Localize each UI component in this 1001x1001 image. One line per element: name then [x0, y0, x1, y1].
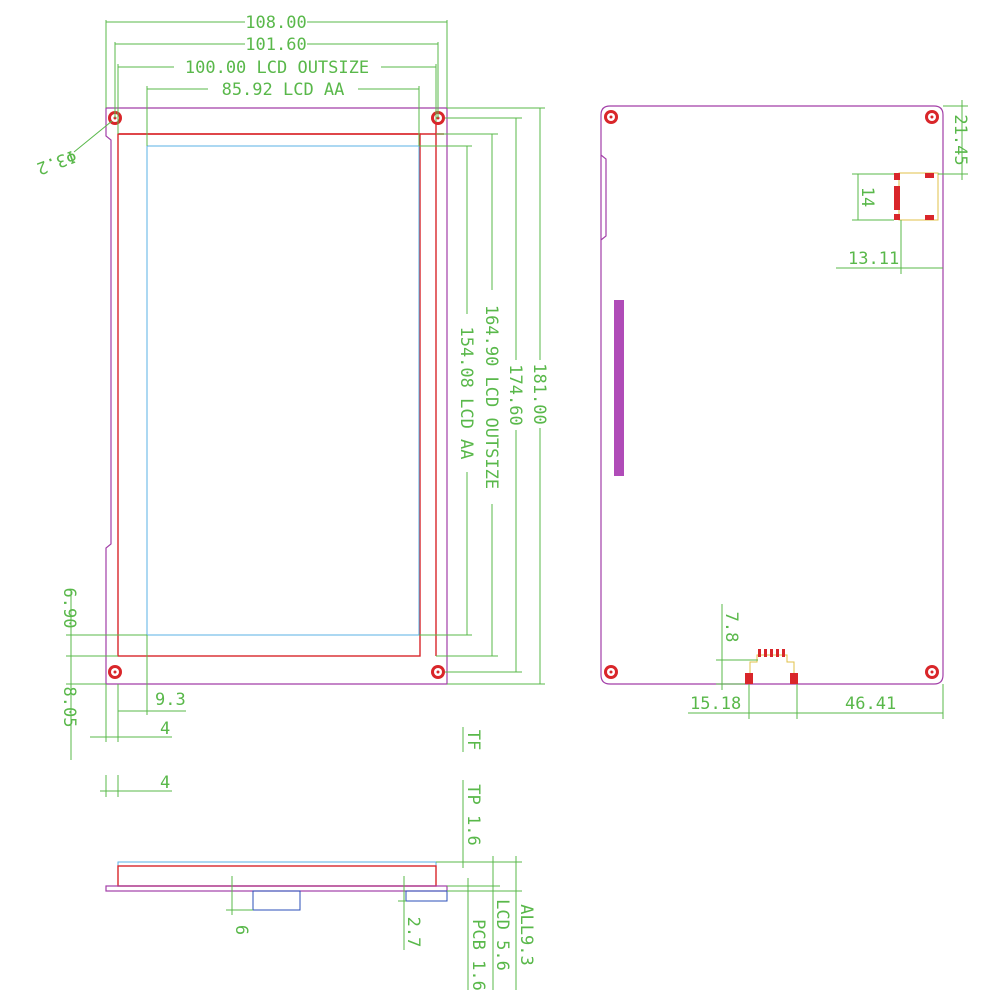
side-tf-label: TF — [463, 730, 483, 750]
dim-back-bottom-height-label: 7.8 — [721, 612, 741, 643]
side-connector-left — [252, 890, 301, 911]
dim-offset-6-90-label: 6.90 — [59, 588, 79, 629]
side-tp-label: TP 1.6 — [463, 784, 483, 845]
dim-width-lcd-outsize: 100.00 LCD OUTSIZE — [117, 58, 437, 134]
front-lcd-outline — [117, 133, 421, 657]
front-pcb-outline — [105, 107, 448, 685]
back-hole-top-right — [925, 110, 939, 124]
back-hole-bottom-right — [925, 665, 939, 679]
dim-hole-diameter-label: Φ3.2 — [34, 145, 79, 178]
dim-height-lcd-aa-label: 154.08 LCD AA — [456, 326, 476, 459]
mounting-hole-bottom-left — [108, 665, 122, 679]
dim-side-2-7: 2.7 — [398, 876, 423, 950]
dim-back-connector-height: 14 — [852, 173, 894, 221]
dim-side-stack: PCB 1.6 LCD 5.6 ALL9.3 — [436, 856, 536, 991]
back-hole-top-left — [604, 110, 618, 124]
side-pcb-label: PCB 1.6 — [468, 919, 488, 991]
dim-back-connector-height-label: 14 — [857, 187, 877, 207]
dim-height-overall-label: 181.00 — [529, 363, 549, 424]
dim-height-lcd-aa: 154.08 LCD AA — [419, 145, 476, 636]
side-view: 4 6 2.7 TF TP 1.6 — [100, 727, 536, 991]
dim-back-connector-offset-label: 13.11 — [848, 249, 899, 269]
dim-bottom-left: 6.90 8.05 9.3 4 — [59, 588, 186, 760]
dim-aa-left-label: 9.3 — [155, 690, 186, 710]
side-all-label: ALL9.3 — [516, 904, 536, 965]
dim-back-bottom-widths: 15.18 46.41 — [688, 684, 944, 719]
front-view: 108.00 101.60 100.00 LCD OUTSIZE 85.92 L… — [34, 13, 549, 760]
dim-width-lcd-aa: 85.92 LCD AA — [146, 80, 420, 146]
dim-width-lcd-aa-label: 85.92 LCD AA — [222, 80, 345, 100]
back-pcb-outline — [600, 105, 944, 685]
dim-side-tp: TP 1.6 — [436, 780, 483, 868]
dim-back-connector-offset: 13.11 — [836, 220, 943, 274]
side-connector-right — [405, 890, 448, 902]
back-hole-bottom-left — [604, 665, 618, 679]
side-lcd-label: LCD 5.6 — [492, 899, 512, 971]
back-fpc-strip — [614, 300, 624, 476]
mounting-hole-bottom-right — [431, 665, 445, 679]
side-pcb — [105, 885, 448, 892]
dim-height-holes: 174.60 — [445, 117, 525, 673]
dim-width-holes-label: 101.60 — [245, 35, 306, 55]
dim-side-6: 6 — [226, 876, 253, 935]
dim-back-top-label: 21.45 — [950, 114, 970, 165]
dim-height-holes-label: 174.60 — [505, 364, 525, 425]
dim-height-lcd-outsize: 164.90 LCD OUTSIZE — [436, 133, 501, 657]
front-active-area — [146, 145, 420, 636]
dim-offset-8-05-label: 8.05 — [59, 687, 79, 728]
dim-side-6-label: 6 — [231, 925, 251, 935]
dim-width-overall: 108.00 — [105, 13, 448, 108]
dim-hole-diameter: Φ3.2 — [34, 120, 113, 178]
dim-side-2-7-label: 2.7 — [403, 917, 423, 948]
dim-hole-offset-label: 4 — [160, 719, 170, 739]
back-side-connector — [894, 172, 939, 221]
dim-back-bottom-right-label: 46.41 — [845, 694, 896, 714]
dim-back-bottom-height: 7.8 — [716, 604, 758, 690]
dim-height-lcd-outsize-label: 164.90 LCD OUTSIZE — [481, 305, 501, 489]
back-bottom-connector — [745, 649, 798, 684]
dim-height-overall: 181.00 — [447, 107, 549, 685]
dim-width-overall-label: 108.00 — [245, 13, 306, 33]
dim-width-holes: 101.60 — [114, 35, 439, 118]
dim-back-top: 21.45 — [938, 100, 970, 180]
back-view: 21.45 14 13.11 — [600, 100, 970, 719]
dim-width-lcd-outsize-label: 100.00 LCD OUTSIZE — [185, 58, 369, 78]
dim-side-4: 4 — [100, 773, 172, 797]
side-lcd — [117, 865, 437, 887]
dim-back-bottom-left-label: 15.18 — [690, 694, 741, 714]
dim-side-4-label: 4 — [160, 773, 170, 793]
